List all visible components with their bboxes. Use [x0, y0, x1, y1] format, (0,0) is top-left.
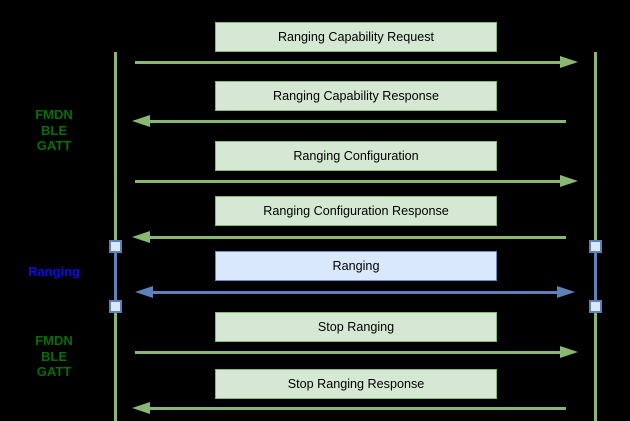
message-arrow-ranging-bidirectional [0, 286, 630, 299]
arrowhead-right-icon [560, 175, 578, 187]
arrowhead-left-icon [132, 402, 150, 414]
protocol-label-fmdn-ble-gatt-bottom: FMDN BLE GATT [14, 333, 94, 380]
message-box-ranging-configuration: Ranging Configuration [215, 141, 497, 171]
message-box-ranging-capability-response: Ranging Capability Response [215, 81, 497, 111]
phase-label-line: Ranging [28, 264, 80, 279]
lifeline-left-ranging-segment [114, 247, 117, 305]
message-arrow-ranging-capability-request [0, 56, 630, 69]
protocol-label-line: FMDN [35, 107, 73, 122]
activation-marker-left-top [109, 240, 122, 253]
arrowhead-right-icon [560, 56, 578, 68]
protocol-label-line: GATT [36, 138, 72, 153]
lifeline-right [594, 52, 597, 421]
message-arrow-stop-ranging-response [0, 402, 630, 415]
lifeline-right-ranging-segment [594, 247, 597, 305]
arrow-line [152, 291, 558, 294]
activation-marker-right-top [589, 240, 602, 253]
arrow-line [149, 120, 566, 123]
arrow-line [135, 180, 562, 183]
activation-marker-left-bottom [109, 300, 122, 313]
phase-label-ranging: Ranging [14, 264, 94, 280]
arrowhead-right-icon [557, 286, 575, 298]
protocol-label-line: BLE [41, 348, 67, 364]
protocol-label-fmdn-ble-gatt-top: FMDN BLE GATT [14, 107, 94, 154]
protocol-label-line: BLE [41, 122, 67, 138]
message-label: Ranging [332, 259, 380, 273]
arrow-line [149, 407, 566, 410]
message-arrow-ranging-capability-response [0, 115, 630, 128]
message-label: Ranging Capability Response [273, 89, 439, 103]
message-box-ranging: Ranging [215, 251, 497, 281]
message-box-ranging-capability-request: Ranging Capability Request [215, 22, 497, 52]
message-arrow-ranging-configuration [0, 175, 630, 188]
message-label: Ranging Capability Request [277, 30, 435, 44]
message-box-stop-ranging: Stop Ranging [215, 312, 497, 342]
arrow-line [135, 61, 562, 64]
message-label: Ranging Configuration [293, 149, 419, 163]
message-box-ranging-configuration-response: Ranging Configuration Response [215, 196, 497, 226]
message-arrow-ranging-configuration-response [0, 231, 630, 244]
arrowhead-left-icon [132, 231, 150, 243]
arrowhead-right-icon [560, 346, 578, 358]
message-label: Stop Ranging [317, 320, 395, 334]
lifeline-left [114, 52, 117, 421]
message-box-stop-ranging-response: Stop Ranging Response [215, 369, 497, 399]
message-label: Ranging Configuration Response [263, 204, 449, 218]
protocol-label-line: GATT [36, 364, 72, 379]
protocol-label-line: FMDN [35, 333, 73, 348]
activation-marker-right-bottom [589, 300, 602, 313]
arrow-line [149, 236, 566, 239]
message-label: Stop Ranging Response [287, 377, 425, 391]
arrowhead-left-icon [135, 286, 153, 298]
arrow-line [135, 351, 562, 354]
arrowhead-left-icon [132, 115, 150, 127]
message-arrow-stop-ranging [0, 346, 630, 359]
